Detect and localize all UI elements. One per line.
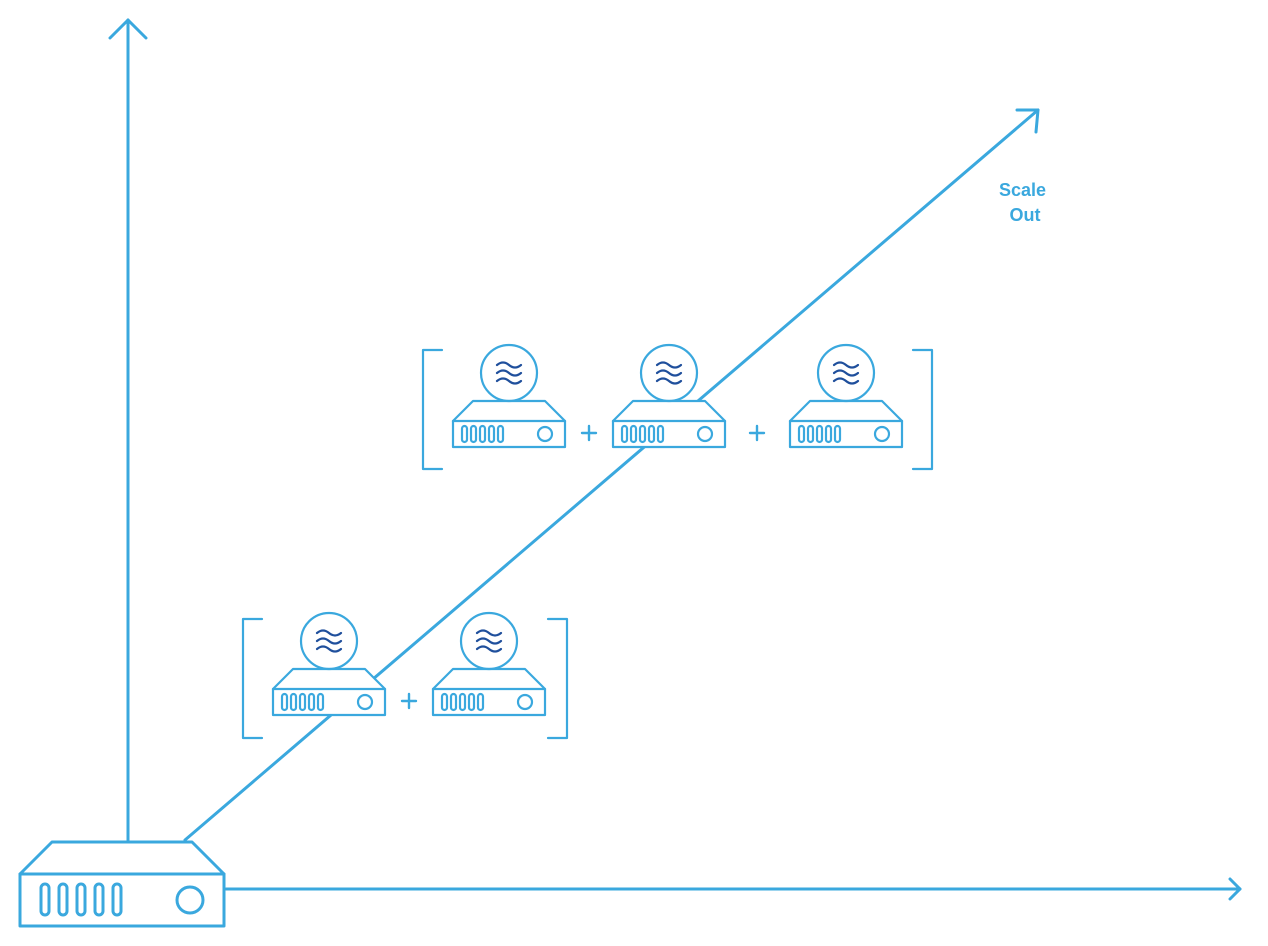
database-node-icon — [611, 343, 727, 449]
database-node-icon — [271, 611, 387, 717]
horizontal-axis — [224, 877, 1242, 901]
three-node-cluster — [421, 343, 934, 471]
database-node-icon — [431, 611, 547, 717]
plus-sign — [400, 692, 418, 710]
plus-sign — [748, 424, 766, 442]
two-node-cluster — [241, 611, 569, 740]
plus-sign — [580, 424, 598, 442]
scale-out-arrow — [183, 108, 1040, 842]
left-bracket — [421, 348, 444, 471]
database-node-icon — [451, 343, 567, 449]
right-bracket — [546, 617, 569, 740]
left-bracket — [241, 617, 264, 740]
database-node-icon — [788, 343, 904, 449]
right-bracket — [911, 348, 934, 471]
vertical-axis — [108, 18, 148, 842]
base-server-icon — [18, 840, 226, 928]
scale-out-label: Scale Out — [999, 180, 1051, 225]
scale-out-label-line2: Out — [1010, 205, 1041, 225]
scale-out-label-line1: Scale — [999, 180, 1046, 200]
